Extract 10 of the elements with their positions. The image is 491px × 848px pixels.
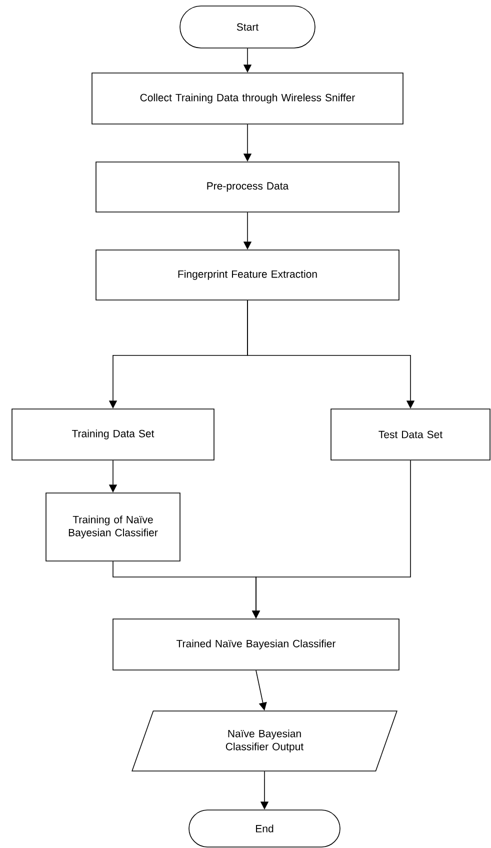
end-terminal: End (188, 810, 340, 848)
process-box: Pre-process Data (96, 162, 400, 212)
process-box: Test Data Set (330, 408, 490, 460)
output-parallelogram: Naïve Bayesian Classifier Output (132, 710, 398, 772)
start-terminal: Start (180, 6, 316, 48)
process-box: Trained Naïve Bayesian Classifier (112, 618, 400, 670)
process-box: Training of Naïve Bayesian Classifier (46, 492, 180, 562)
process-box: Training Data Set (12, 408, 214, 460)
process-box: Fingerprint Feature Extraction (96, 250, 400, 300)
process-box: Collect Training Data through Wireless Sniffer (92, 72, 404, 124)
